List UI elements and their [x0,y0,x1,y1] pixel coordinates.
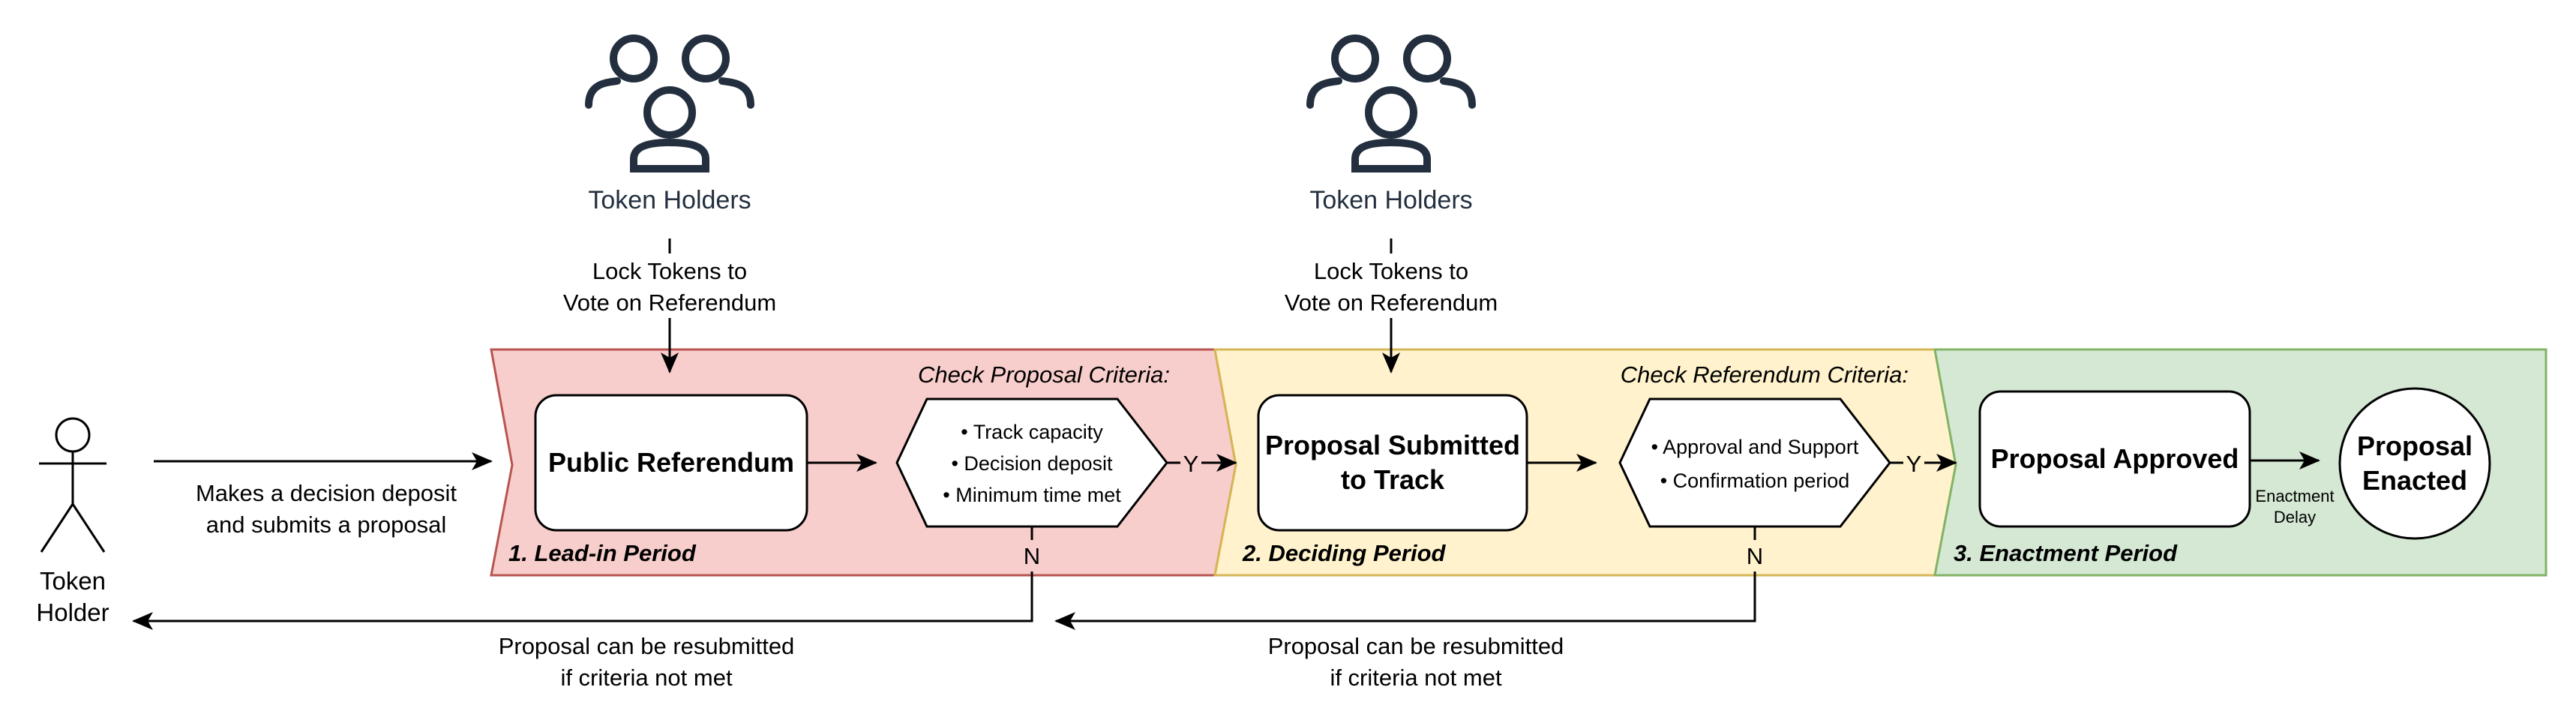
lock-tokens-label-1-line2: Vote on Referendum [563,290,776,316]
users-group-icon [1306,34,1476,172]
deciding-period-title: 2. Deciding Period [1242,540,1447,566]
token-holder-actor-icon [39,417,106,553]
proposal-submitted-label-line2: to Track [1341,464,1445,495]
proposal-enacted-label-line1: Proposal [2357,430,2473,461]
criteria-minimum-time: • Minimum time met [943,484,1121,506]
no-label-2: N [1747,543,1763,569]
token-holders-label-1: Token Holders [588,186,751,214]
token-holder-label-line1: Token [40,567,106,595]
submit-label-line1: Makes a decision deposit [196,480,457,506]
criteria-approval-support: • Approval and Support [1651,436,1859,458]
lock-tokens-label-2-line2: Vote on Referendum [1285,290,1498,316]
proposal-approved-box [1978,390,2251,528]
proposal-enacted-label-line2: Enacted [2362,465,2467,496]
enactment-delay-line1: Enactment [2255,487,2334,506]
criteria-decision-deposit: • Decision deposit [951,452,1113,475]
proposal-approved-label: Proposal Approved [1991,443,2239,474]
submit-label-line2: and submits a proposal [206,512,447,538]
yes-label-1: Y [1183,451,1199,477]
lock-tokens-label-2-line1: Lock Tokens to [1314,258,1468,284]
resubmit-arrow-1 [132,572,1033,630]
referendum-criteria-hexagon [1618,398,1891,528]
users-group-icon [585,34,754,172]
check-referendum-criteria-title: Check Referendum Criteria: [1621,362,1909,388]
resubmit-1-line2: if criteria not met [560,664,733,691]
criteria-track-capacity: • Track capacity [961,421,1103,443]
lock-tokens-label-1-line1: Lock Tokens to [592,258,747,284]
public-referendum-label: Public Referendum [548,447,794,478]
proposal-criteria-hexagon [895,398,1168,528]
enactment-delay-line2: Delay [2274,508,2316,526]
proposal-submitted-box [1257,394,1528,532]
resubmit-2-line1: Proposal can be resubmitted [1268,633,1564,659]
yes-label-2: Y [1906,451,1922,477]
proposal-submitted-label-line1: Proposal Submitted [1265,430,1520,460]
resubmit-1-line1: Proposal can be resubmitted [499,633,795,659]
lead-in-period-title: 1. Lead-in Period [508,540,697,566]
token-holders-label-2: Token Holders [1309,186,1472,214]
enactment-period-title: 3. Enactment Period [1954,540,2178,566]
token-holder-label-line2: Holder [36,598,109,626]
resubmit-2-line2: if criteria not met [1330,664,1502,691]
check-proposal-criteria-title: Check Proposal Criteria: [918,362,1170,388]
proposal-enacted-circle [2338,387,2491,540]
resubmit-arrow-2 [1054,572,1756,630]
criteria-confirmation-period: • Confirmation period [1660,470,1850,492]
no-label-1: N [1024,543,1040,569]
